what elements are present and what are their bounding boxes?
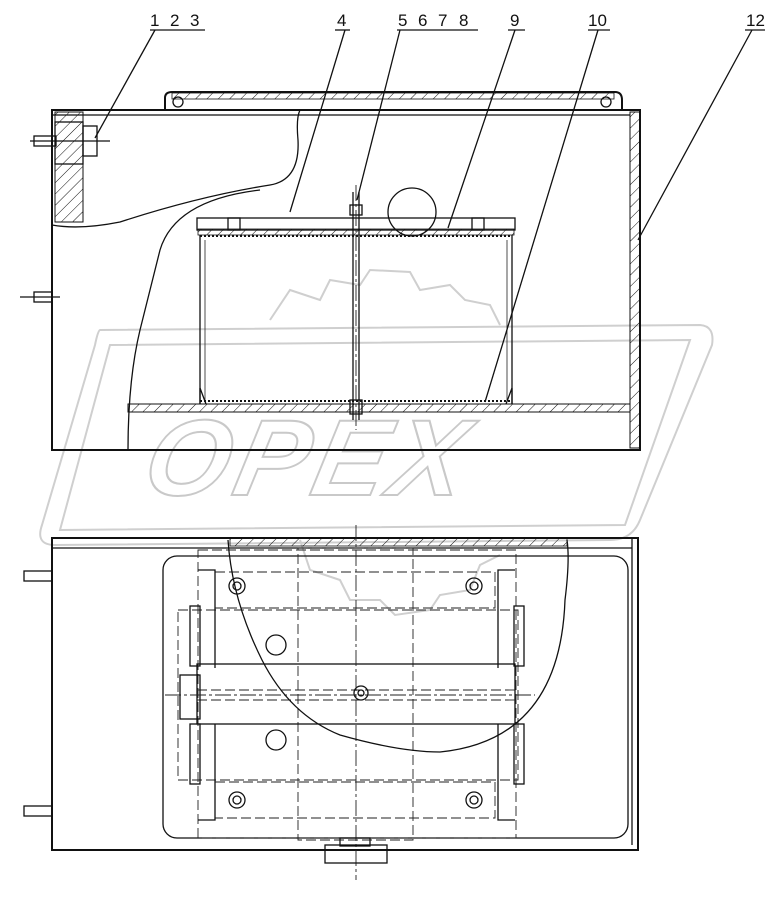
callouts: 1 2 3 4 5 6 7 8 9 10 12 [94,11,765,403]
callout-10: 10 [588,11,607,30]
watermark: OPEX [39,268,714,617]
callout-8: 8 [459,11,468,30]
watermark-text: OPEX [135,398,485,519]
callout-12: 12 [746,11,765,30]
callout-7: 7 [438,11,447,30]
callout-2: 2 [170,11,179,30]
callout-6: 6 [418,11,427,30]
callout-1: 1 [150,11,159,30]
callout-3: 3 [190,11,199,30]
plan-view [23,525,639,880]
callout-5: 5 [398,11,407,30]
section-view [20,91,641,451]
callout-4: 4 [337,11,346,30]
callout-9: 9 [510,11,519,30]
